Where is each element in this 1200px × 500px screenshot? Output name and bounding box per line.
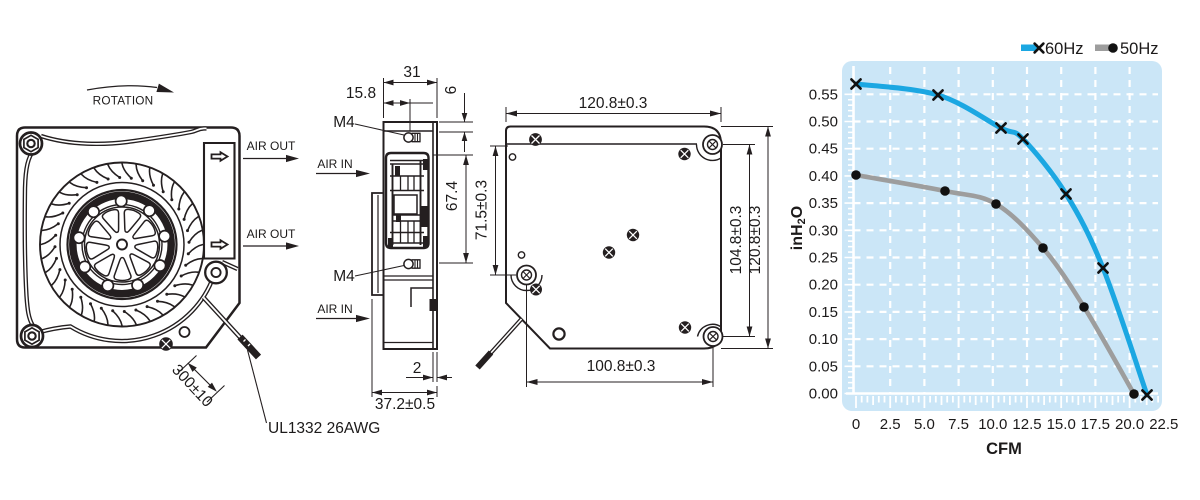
svg-text:0.30: 0.30: [809, 222, 838, 239]
svg-text:7.5: 7.5: [948, 416, 969, 433]
svg-text:0.15: 0.15: [809, 304, 838, 321]
svg-text:20.0: 20.0: [1115, 416, 1144, 433]
svg-text:17.5: 17.5: [1081, 416, 1110, 433]
svg-text:ROTATION: ROTATION: [93, 94, 154, 108]
svg-text:AIR OUT: AIR OUT: [247, 139, 296, 153]
svg-text:120.8±0.3: 120.8±0.3: [579, 95, 648, 112]
svg-text:0.50: 0.50: [809, 114, 838, 131]
svg-text:0.40: 0.40: [809, 168, 838, 185]
svg-text:60Hz: 60Hz: [1045, 40, 1084, 58]
svg-text:15.8: 15.8: [346, 85, 376, 102]
svg-text:0.25: 0.25: [809, 250, 838, 267]
svg-text:67.4: 67.4: [444, 181, 461, 212]
svg-text:120.8±0.3: 120.8±0.3: [747, 206, 764, 275]
svg-text:0.00: 0.00: [809, 386, 838, 403]
svg-text:0.45: 0.45: [809, 141, 838, 158]
svg-text:10.0: 10.0: [978, 416, 1007, 433]
svg-text:0.10: 0.10: [809, 331, 838, 348]
svg-text:AIR IN: AIR IN: [317, 157, 352, 171]
svg-text:M4: M4: [333, 268, 355, 285]
svg-text:22.5: 22.5: [1149, 416, 1178, 433]
svg-text:50Hz: 50Hz: [1120, 40, 1159, 58]
svg-text:2: 2: [413, 360, 422, 377]
svg-text:2.5: 2.5: [880, 416, 901, 433]
svg-text:CFM: CFM: [986, 440, 1022, 458]
svg-text:0.35: 0.35: [809, 195, 838, 212]
svg-text:0.20: 0.20: [809, 277, 838, 294]
svg-text:31: 31: [403, 64, 420, 81]
svg-text:inH2O: inH2O: [789, 206, 808, 250]
svg-text:71.5±0.3: 71.5±0.3: [474, 180, 491, 240]
svg-text:15.0: 15.0: [1047, 416, 1076, 433]
svg-text:5.0: 5.0: [914, 416, 935, 433]
svg-text:M4: M4: [333, 114, 355, 131]
svg-text:0: 0: [852, 416, 860, 433]
svg-text:AIR OUT: AIR OUT: [247, 227, 296, 241]
svg-text:UL1332 26AWG: UL1332 26AWG: [268, 420, 380, 437]
svg-text:AIR IN: AIR IN: [317, 302, 352, 316]
svg-text:0.05: 0.05: [809, 358, 838, 375]
svg-text:37.2±0.5: 37.2±0.5: [375, 396, 435, 413]
svg-text:100.8±0.3: 100.8±0.3: [587, 358, 656, 375]
svg-text:6: 6: [443, 86, 460, 95]
svg-text:0.55: 0.55: [809, 86, 838, 103]
svg-text:104.8±0.3: 104.8±0.3: [728, 206, 745, 275]
svg-text:12.5: 12.5: [1012, 416, 1041, 433]
